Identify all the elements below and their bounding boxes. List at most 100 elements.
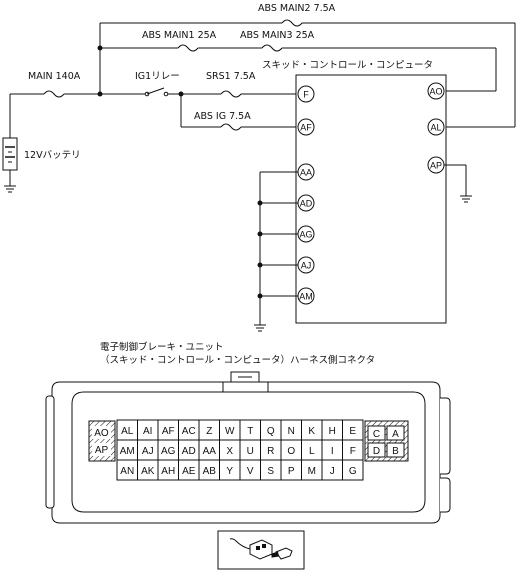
- connector-pin-H: H: [329, 426, 336, 437]
- connector-pin-AF: AF: [162, 426, 175, 437]
- hand-pointer-icon: [271, 547, 293, 560]
- connector-pin-M: M: [308, 466, 316, 477]
- abs-main2-fuse-symbol: [281, 19, 303, 27]
- connector-pin-B: B: [392, 446, 399, 457]
- svg-text:AO: AO: [429, 87, 442, 97]
- connector-pin-C: C: [373, 429, 380, 440]
- junction-dot: [257, 200, 263, 206]
- connector-pin-AJ: AJ: [142, 446, 154, 457]
- svg-text:AF: AF: [300, 123, 312, 133]
- connector-pin-E: E: [349, 426, 356, 437]
- connector-pin-G: G: [349, 466, 357, 477]
- connector-pin-grid: AL AI AF AC Z W T Q N K H E AM AJ AG AD AA X U R O L I F AN AK AH A…: [116, 419, 364, 481]
- connector-pin-Z: Z: [206, 426, 212, 437]
- ground-icon: [4, 185, 16, 193]
- connector-pin-AL: AL: [121, 426, 134, 437]
- ecu-pin-F: F: [297, 85, 315, 103]
- view-direction-icon: [217, 530, 305, 570]
- ecu-pin-AG: AG: [297, 225, 315, 243]
- abs-main1-fuse-label: ABS MAIN1 25A: [142, 30, 217, 41]
- connector-pin-N: N: [288, 426, 295, 437]
- connector-pin-Q: Q: [267, 426, 275, 437]
- connector-pin-AI: AI: [143, 426, 152, 437]
- ig1-relay-label: IG1リレー: [135, 71, 180, 82]
- ground-icon: [254, 324, 266, 332]
- abs-main3-fuse-symbol: [261, 44, 283, 52]
- connector-pin-U: U: [247, 446, 254, 457]
- ground-icon: [460, 195, 472, 203]
- connector-left-block: AO AP: [88, 420, 116, 462]
- connector-title-line2: （スキッド・コントロール・コンピュータ）ハーネス側コネクタ: [100, 354, 375, 366]
- junction-dot: [257, 231, 263, 237]
- connector-pin-K: K: [308, 426, 315, 437]
- abs-ig-fuse-label: ABS IG 7.5A: [194, 111, 251, 122]
- battery-label: 12Vバッテリ: [24, 150, 81, 161]
- connector-plug-icon: [229, 538, 273, 560]
- connector-pin-A: A: [392, 429, 399, 440]
- svg-text:AD: AD: [300, 199, 313, 209]
- connector-pin-AC: AC: [182, 426, 196, 437]
- connector-pin-AE: AE: [182, 466, 196, 477]
- connector-pin-AK: AK: [141, 466, 155, 477]
- connector-pin-AD: AD: [182, 446, 196, 457]
- connector-pin-P: P: [288, 466, 295, 477]
- ecu-pin-AM: AM: [297, 287, 315, 305]
- connector-title-line1: 電子制御ブレーキ・ユニット: [100, 341, 224, 353]
- connector-pin-Y: Y: [226, 466, 233, 477]
- connector-pin-AG: AG: [161, 446, 176, 457]
- ecu-pin-AL: AL: [427, 118, 445, 136]
- junction-dot: [257, 262, 263, 268]
- abs-main3-fuse-label: ABS MAIN3 25A: [240, 30, 315, 41]
- connector-pin-I: I: [331, 446, 334, 457]
- connector-pin-AM: AM: [120, 446, 135, 457]
- connector-pin-S: S: [267, 466, 274, 477]
- connector-pin-AB: AB: [203, 466, 217, 477]
- schematic: 12Vバッテリ MAIN 140A IG1リレー SRS1 7.5A ABS I…: [2, 3, 516, 332]
- connector-section: 電子制御ブレーキ・ユニット （スキッド・コントロール・コンピュータ）ハーネス側コ…: [45, 341, 451, 524]
- svg-text:AG: AG: [299, 230, 312, 240]
- svg-text:AJ: AJ: [301, 261, 312, 271]
- abs-ig-fuse-symbol: [220, 123, 242, 131]
- ecu-pin-AP: AP: [427, 156, 445, 174]
- svg-text:AP: AP: [430, 161, 442, 171]
- connector-cell: [342, 459, 364, 481]
- connector-pin-J: J: [330, 466, 335, 477]
- ecu-pin-AJ: AJ: [297, 256, 315, 274]
- ecu-pin-AO: AO: [427, 82, 445, 100]
- connector-pin-F: F: [350, 446, 356, 457]
- connector-pin-AN: AN: [120, 466, 134, 477]
- connector-pin-T: T: [247, 426, 253, 437]
- battery-symbol: [2, 94, 18, 193]
- connector-pin-AA: AA: [203, 446, 217, 457]
- connector-pin-AO: AO: [94, 428, 109, 439]
- ig1-relay-switch: [144, 87, 169, 97]
- svg-text:AM: AM: [299, 292, 313, 302]
- ecu-pin-AA: AA: [297, 163, 315, 181]
- abs-main1-fuse-symbol: [177, 44, 199, 52]
- ecu-pin-AD: AD: [297, 194, 315, 212]
- connector-pin-R: R: [267, 446, 274, 457]
- connector-right-block: C A D B: [364, 420, 409, 462]
- main-fuse-symbol: [43, 90, 65, 98]
- junction-dot: [257, 293, 263, 299]
- connector-pin-AP: AP: [95, 445, 109, 456]
- connector-pin-X: X: [226, 446, 233, 457]
- ecu-box: [295, 74, 447, 324]
- connector-pin-AH: AH: [161, 466, 175, 477]
- connector-pin-O: O: [287, 446, 295, 457]
- connector-pin-V: V: [247, 466, 254, 477]
- abs-main2-fuse-label: ABS MAIN2 7.5A: [258, 3, 336, 14]
- connector-pin-W: W: [225, 426, 235, 437]
- srs1-fuse-label: SRS1 7.5A: [206, 71, 256, 82]
- ecu-pin-AF: AF: [297, 118, 315, 136]
- svg-text:AA: AA: [300, 168, 312, 178]
- connector-pin-L: L: [309, 446, 315, 457]
- srs1-fuse-symbol: [220, 90, 242, 98]
- ecu-title: スキッド・コントロール・コンピュータ: [262, 60, 433, 71]
- main-fuse-label: MAIN 140A: [28, 71, 81, 82]
- svg-text:AL: AL: [430, 123, 441, 133]
- svg-text:F: F: [303, 90, 309, 100]
- connector-pin-D: D: [373, 446, 380, 457]
